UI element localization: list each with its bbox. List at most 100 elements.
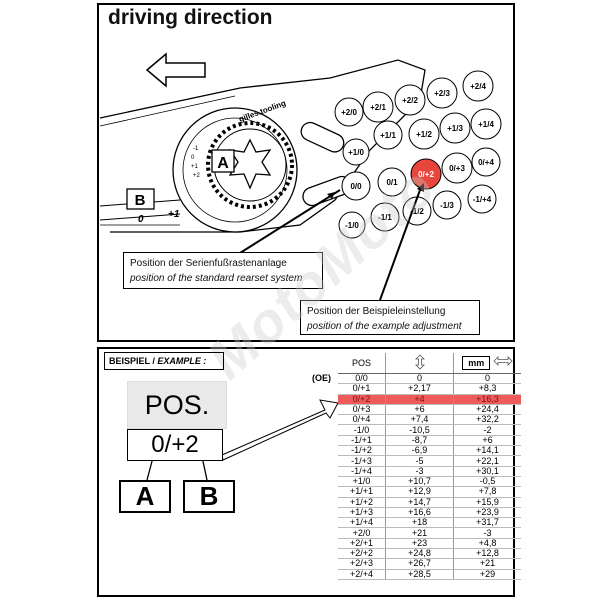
cell-pos: 0/+3	[338, 404, 386, 416]
position-bubbles: +2/1 +2/2 +2/3 +2/4 +2/0 +1/1 +1/2 +1/3 …	[334, 70, 502, 239]
callout-standard-en: position of the standard rearset system	[130, 273, 303, 284]
bubble-label: +2/1	[370, 103, 386, 112]
cell-vertical: +4	[385, 394, 454, 405]
bubble-label-highlight: 0/+2	[418, 170, 434, 179]
col-pos: POS	[338, 353, 386, 374]
cell-horizontal: +12,8	[453, 548, 521, 560]
bubble-label: 0/1	[386, 178, 398, 187]
bubble-label: -1/0	[345, 221, 359, 230]
label-b: B	[135, 192, 146, 209]
cell-vertical: +14,7	[385, 497, 454, 508]
col-vertical	[385, 353, 454, 374]
example-header-en: EXAMPLE :	[157, 356, 207, 366]
bubble-label: +2/0	[341, 108, 357, 117]
table-row: +1/+3+16,6+23,9	[338, 507, 521, 519]
example-a-box: A	[119, 480, 171, 513]
cell-pos: +1/0	[338, 476, 386, 488]
cell-horizontal: +6	[453, 435, 521, 447]
pos-label-box: POS.	[127, 381, 227, 429]
cell-pos: +1/+4	[338, 517, 386, 529]
cell-pos: +2/+2	[338, 548, 386, 560]
cell-horizontal: +32,2	[453, 414, 521, 426]
cell-vertical: -5	[385, 455, 454, 467]
cell-horizontal: +31,7	[453, 517, 521, 529]
bubble-label: -1/+4	[473, 195, 492, 204]
cell-pos: -1/0	[338, 424, 386, 436]
cell-horizontal: +21	[453, 558, 521, 570]
bubble-label: -1/3	[440, 201, 454, 210]
table-row: +1/0+10,7-0,5	[338, 476, 521, 488]
cell-vertical: 0	[385, 373, 454, 385]
cell-horizontal: +16,3	[453, 394, 521, 405]
example-pointer-arrow	[221, 399, 339, 461]
bubble-label: -1/2	[410, 207, 424, 216]
mm-unit: mm	[462, 356, 491, 370]
cell-vertical: +7,4	[385, 414, 454, 426]
cell-vertical: +26,7	[385, 558, 454, 570]
cell-horizontal: -0,5	[453, 476, 521, 488]
table-row: -1/0-10,5-2	[338, 424, 521, 436]
example-header-de: BEISPIEL /	[109, 356, 158, 366]
callout-standard: Position der Serienfußrastenanlage posit…	[123, 252, 323, 289]
cell-vertical: +23	[385, 538, 454, 550]
example-header: BEISPIEL / EXAMPLE :	[104, 352, 224, 370]
bubble-label: 0/+4	[478, 158, 494, 167]
callout-example-en: position of the example adjustment	[307, 321, 462, 332]
label-a: A	[217, 155, 229, 172]
table-row: 0/+2+4+16,3	[338, 394, 521, 405]
col-horizontal: mm	[453, 353, 521, 374]
cell-horizontal: +7,8	[453, 486, 521, 498]
cell-horizontal: +24,4	[453, 404, 521, 416]
cell-vertical: +28,5	[385, 569, 454, 580]
cell-pos: -1/+2	[338, 445, 386, 457]
cell-pos: 0/+4	[338, 414, 386, 426]
bubble-label: +1/2	[416, 130, 432, 139]
cell-horizontal: -2	[453, 424, 521, 436]
cell-vertical: +16,6	[385, 507, 454, 519]
bubble-label: +2/3	[434, 89, 450, 98]
page-title: driving direction	[108, 6, 273, 29]
table-row: -1/+1-8,7+6	[338, 435, 521, 447]
cell-pos: +2/+1	[338, 538, 386, 550]
cell-horizontal: +4,8	[453, 538, 521, 550]
teeth-ring	[206, 121, 294, 209]
cell-horizontal: +29	[453, 569, 521, 580]
cell-horizontal: 0	[453, 373, 521, 385]
cell-vertical: -10,5	[385, 424, 454, 436]
callout-standard-de: Position der Serienfußrastenanlage	[130, 258, 287, 269]
callout-example-de: Position der Beispieleinstellung	[307, 306, 446, 317]
cell-vertical: +24,8	[385, 548, 454, 560]
table-row: +1/+4+18+31,7	[338, 517, 521, 529]
bubble-label: +1/4	[478, 120, 494, 129]
bubble-label: +1/3	[447, 124, 463, 133]
example-b-box: B	[183, 480, 235, 513]
cell-vertical: +12,9	[385, 486, 454, 498]
leader-example	[379, 189, 421, 301]
cell-pos: +1/+3	[338, 507, 386, 519]
cell-horizontal: +22,1	[453, 455, 521, 467]
cell-vertical: +2,17	[385, 383, 454, 395]
table-row: -1/+3-5+22,1	[338, 455, 521, 467]
callout-example: Position der Beispieleinstellung positio…	[300, 300, 480, 335]
table-row: +1/+2+14,7+15,9	[338, 497, 521, 508]
table-row: -1/+4-3+30,1	[338, 466, 521, 477]
cell-pos: +1/+2	[338, 497, 386, 508]
cell-horizontal: +30,1	[453, 466, 521, 477]
ring-tick: 0	[191, 155, 195, 161]
cell-pos: 0/+1	[338, 383, 386, 395]
ring-tick: -1	[193, 146, 199, 152]
bubble-label: -1/1	[378, 213, 392, 222]
bubble-label: 0/+3	[449, 164, 465, 173]
cell-horizontal: +23,9	[453, 507, 521, 519]
cell-pos: -1/+3	[338, 455, 386, 467]
oe-label: (OE)	[312, 373, 331, 383]
vertical-arrows-icon	[414, 354, 425, 370]
cell-pos: -1/+1	[338, 435, 386, 447]
cell-pos: +2/+4	[338, 569, 386, 580]
cell-horizontal: +15,9	[453, 497, 521, 508]
cell-pos: 0/0	[338, 373, 386, 385]
cell-pos: -1/+4	[338, 466, 386, 477]
horizontal-arrows-icon	[493, 356, 513, 366]
table-row: 0/+3+6+24,4	[338, 404, 521, 416]
